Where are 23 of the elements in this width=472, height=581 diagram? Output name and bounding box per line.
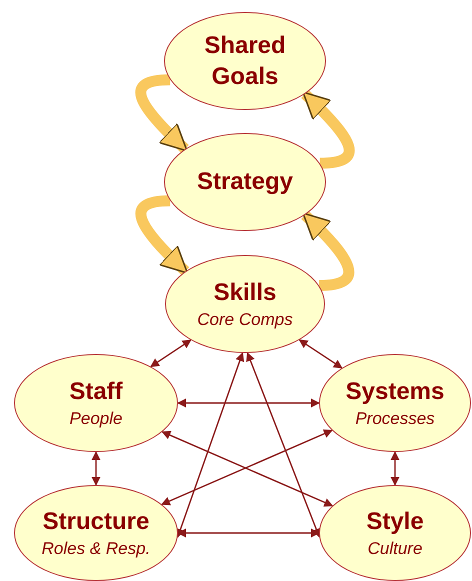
- arrow: [298, 339, 343, 369]
- node-title: Strategy: [196, 167, 294, 198]
- curved-arrow: [301, 90, 355, 169]
- node-title: Staff: [69, 377, 123, 408]
- node-title: Style: [366, 507, 424, 538]
- node-subtitle: Culture: [368, 538, 422, 560]
- arrow: [177, 398, 320, 408]
- node-subtitle: Core Comps: [197, 308, 293, 331]
- node-subtitle: Processes: [355, 408, 435, 430]
- arrow: [390, 451, 400, 486]
- arrow: [176, 352, 244, 538]
- curved-arrow: [135, 74, 189, 154]
- curved-arrow: [136, 195, 190, 276]
- node-title: Skills: [214, 278, 276, 308]
- node-title: Structure: [42, 507, 150, 538]
- arrow: [150, 339, 192, 368]
- arrow: [246, 352, 320, 538]
- curved-arrow: [301, 211, 354, 291]
- node-subtitle: Roles & Resp.: [42, 538, 150, 560]
- arrow: [92, 451, 100, 486]
- node-title: Shared Goals: [203, 30, 287, 92]
- node-subtitle: People: [70, 408, 122, 430]
- node-title: Systems: [346, 377, 444, 408]
